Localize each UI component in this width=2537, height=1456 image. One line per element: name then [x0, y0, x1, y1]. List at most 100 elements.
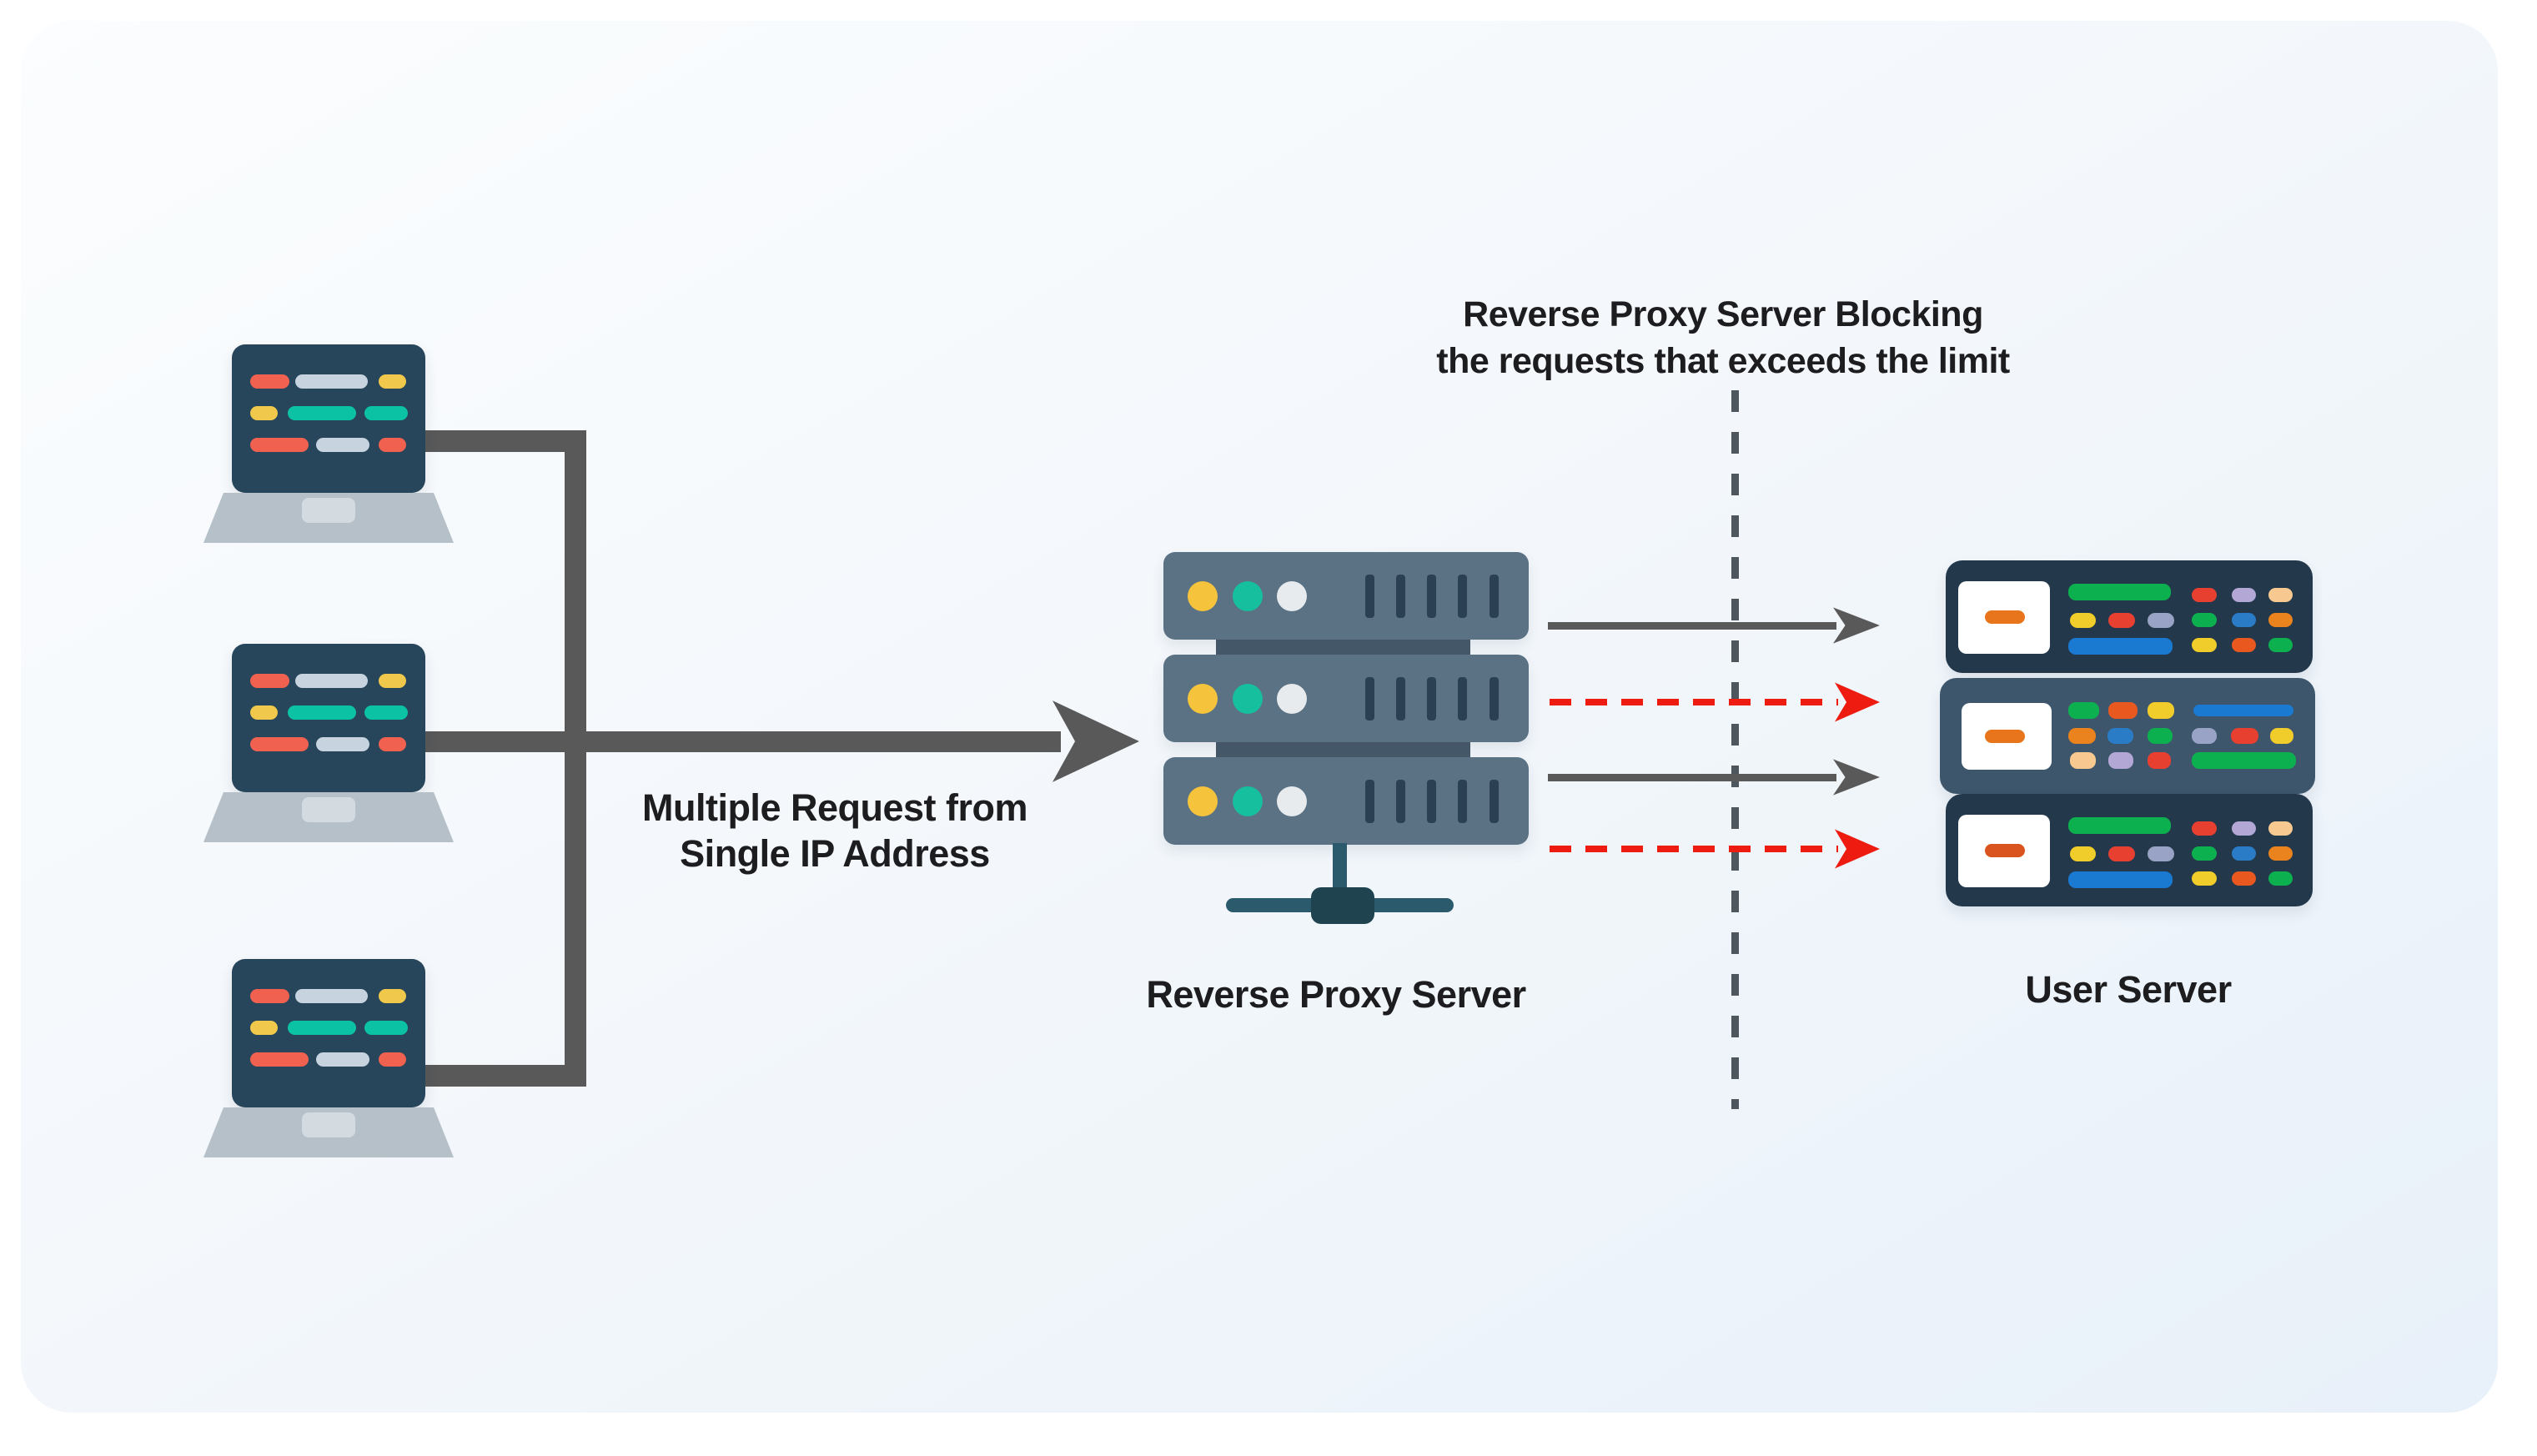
proxy-vent-slat — [1458, 575, 1467, 618]
server-data-pill — [2192, 752, 2296, 769]
laptop-screen — [232, 644, 425, 792]
proxy-vent-slat — [1458, 780, 1467, 823]
server-data-pill — [2268, 821, 2293, 836]
blocking-caption: Reverse Proxy Server Blocking the reques… — [1431, 291, 2015, 384]
proxy-rack-unit — [1163, 552, 1529, 640]
screen-code-pill — [250, 989, 289, 1003]
arrow-shaft — [1548, 773, 1836, 781]
screen-code-pill — [364, 705, 408, 720]
server-data-pill — [2068, 638, 2173, 655]
proxy-led-icon — [1188, 581, 1218, 611]
laptop-touchpad — [302, 1112, 355, 1137]
reverse-proxy-server-label-text: Reverse Proxy Server — [1146, 973, 1526, 1016]
laptop-icon — [203, 644, 454, 842]
multiple-request-caption: Multiple Request from Single IP Address — [585, 785, 1085, 876]
server-panel-chip — [1985, 610, 2025, 624]
server-data-pill — [2070, 846, 2096, 861]
screen-code-pill — [364, 1021, 408, 1035]
server-data-pill — [2108, 846, 2135, 861]
server-data-pill — [2232, 588, 2256, 602]
user-server-unit — [1946, 794, 2313, 906]
proxy-led-icon — [1277, 684, 1307, 714]
proxy-rack-unit — [1163, 655, 1529, 742]
server-data-pill — [2107, 728, 2133, 744]
laptop-screen — [232, 959, 425, 1107]
proxy-led-icon — [1277, 786, 1307, 816]
server-data-pill — [2108, 752, 2133, 769]
server-panel-chip — [1985, 844, 2025, 857]
proxy-vent-slat — [1365, 575, 1374, 618]
screen-code-pill — [379, 374, 406, 389]
proxy-vent-slat — [1490, 575, 1499, 618]
server-data-pill — [2108, 613, 2135, 628]
screen-code-pill — [250, 438, 309, 452]
proxy-stand-hub — [1311, 887, 1374, 924]
server-data-pill — [2148, 613, 2174, 628]
screen-code-pill — [316, 737, 369, 751]
laptop-touchpad — [302, 797, 355, 822]
connector-trunk — [565, 430, 586, 1087]
server-data-pill — [2192, 638, 2217, 652]
proxy-vent-slat — [1427, 677, 1436, 720]
screen-code-pill — [316, 1052, 369, 1067]
proxy-led-icon — [1188, 684, 1218, 714]
server-data-pill — [2193, 705, 2293, 716]
laptop-base — [203, 792, 454, 842]
screen-code-pill — [250, 1021, 278, 1035]
screen-code-pill — [379, 438, 406, 452]
server-data-pill — [2192, 728, 2217, 744]
proxy-vent-slat — [1365, 780, 1374, 823]
server-data-pill — [2232, 846, 2256, 861]
screen-code-pill — [250, 406, 278, 420]
server-data-pill — [2232, 638, 2256, 652]
server-data-pill — [2232, 871, 2256, 886]
server-data-pill — [2068, 871, 2173, 888]
user-server-label: User Server — [1920, 968, 2337, 1012]
server-data-pill — [2268, 871, 2293, 886]
screen-code-pill — [250, 374, 289, 389]
screen-code-pill — [250, 674, 289, 688]
server-data-pill — [2232, 613, 2256, 627]
server-data-pill — [2192, 613, 2217, 627]
server-data-pill — [2148, 752, 2171, 769]
server-data-pill — [2268, 846, 2293, 861]
user-server-unit — [1946, 560, 2313, 673]
screen-code-pill — [379, 1052, 406, 1067]
server-data-pill — [2268, 638, 2293, 652]
server-data-pill — [2068, 702, 2099, 719]
proxy-vent-slat — [1365, 677, 1374, 720]
server-data-pill — [2070, 613, 2096, 628]
reverse-proxy-server-label: Reverse Proxy Server — [1128, 973, 1545, 1017]
server-data-pill — [2068, 817, 2171, 834]
server-data-pill — [2231, 728, 2258, 744]
proxy-rack-unit — [1163, 757, 1529, 845]
proxy-vent-slat — [1490, 780, 1499, 823]
user-server-label-text: User Server — [2025, 968, 2232, 1011]
laptop-icon — [203, 959, 454, 1157]
server-data-pill — [2148, 846, 2174, 861]
laptop-screen — [232, 344, 425, 493]
screen-code-pill — [250, 1052, 309, 1067]
arrow-shaft-dashed — [1550, 846, 1838, 852]
screen-code-pill — [316, 438, 369, 452]
laptop-touchpad — [302, 498, 355, 523]
screen-code-pill — [250, 737, 309, 751]
proxy-vent-slat — [1490, 677, 1499, 720]
screen-code-pill — [379, 989, 406, 1003]
laptop-base — [203, 1107, 454, 1157]
server-data-pill — [2192, 588, 2217, 602]
server-data-pill — [2192, 821, 2217, 836]
server-panel-chip — [1985, 730, 2025, 743]
blocking-caption-line1: Reverse Proxy Server Blocking — [1463, 294, 1983, 334]
proxy-vent-slat — [1396, 575, 1405, 618]
screen-code-pill — [250, 705, 278, 720]
server-data-pill — [2232, 821, 2256, 836]
connector-line — [417, 1065, 586, 1087]
laptop-base — [203, 493, 454, 543]
server-data-pill — [2192, 846, 2217, 861]
server-data-pill — [2192, 871, 2217, 886]
